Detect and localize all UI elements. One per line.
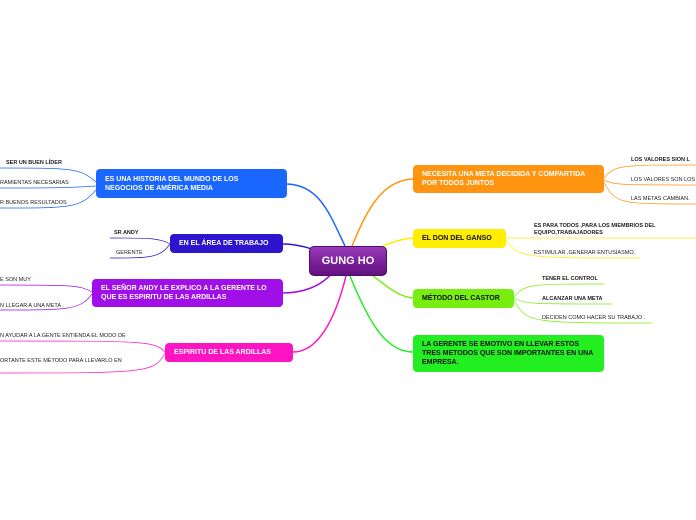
leaf-espiritu-2[interactable]: ORTANTE ESTE MÉTODO PARA LLEVARLO EN [0,358,122,364]
sub-connector-senor-2 [0,293,93,311]
sub-connector-castor-2 [513,297,613,305]
branch-historia[interactable]: ES UNA HISTORIA DEL MUNDO DE LOS NEGOCIO… [96,169,287,198]
branch-senor-andy[interactable]: EL SEÑOR ANDY LE EXPLICO A LA GERENTE LO… [92,279,283,307]
branch-area-trabajo[interactable]: EN EL ÁREA DE TRABAJO [170,234,283,253]
leaf-espiritu-1[interactable]: N AYUDAR A LA GENTE ENTIENDA EL MODO DE [0,333,126,339]
leaf-meta-3[interactable]: LAS METAS CAMBIAN. [631,196,690,202]
sub-connector-historia-1 [0,167,97,183]
leaf-area-1[interactable]: SR ANDY [114,230,139,236]
central-topic[interactable]: GUNG HO [309,246,387,276]
sub-connector-meta-3 [603,181,696,205]
leaf-area-2[interactable]: GERENTE [116,250,143,256]
branch-meta-decidida[interactable]: NECESITA UNA META DECIDIDA Y COMPARTIDA … [413,165,604,193]
leaf-castor-2[interactable]: ALCANZAR UNA META [542,296,603,302]
sub-connector-historia-3 [0,189,97,209]
leaf-castor-3[interactable]: DECIDEN COMO HACER SU TRABAJO . [542,315,646,321]
leaf-historia-2[interactable]: RAMIENTAS NECESARIAS [0,180,69,186]
leaf-historia-1[interactable]: SER UN BUEN LÍDER [6,160,62,166]
sub-connector-castor-1 [513,283,605,298]
leaf-meta-1[interactable]: LOS VALORES SION L [631,157,690,163]
sub-connector-historia-2 [0,185,97,189]
sub-connector-espiritu-1 [0,340,166,353]
sub-connector-area-2 [109,243,171,259]
leaf-ganso-1[interactable]: ES PARA TODOS ,PARA LOS MIEMBRIOS DEL EQ… [534,223,656,236]
leaf-meta-2[interactable]: LOS VALORES SON LOS [631,177,696,183]
sub-connector-castor-3 [513,298,653,324]
branch-espiritu-ardillas[interactable]: ESPIRITU DE LAS ARDILLAS [165,343,293,362]
connector-espiritu [292,275,347,353]
sub-connector-senor-1 [0,284,93,293]
connector-historia [286,183,346,247]
sub-connector-meta-2 [603,179,696,186]
branch-metodo-castor[interactable]: MÉTODO DEL CASTOR [413,289,514,308]
leaf-ganso-2[interactable]: ESTIMULAR ,GENERAR ENTUSIASMO. [534,250,636,256]
leaf-senor-1[interactable]: E SON MUY [0,277,31,283]
leaf-senor-2[interactable]: N LLEGAR A UNA META . [0,303,64,309]
sub-connector-ganso-2 [505,239,641,259]
sub-connector-area-1 [109,237,171,245]
sub-connector-meta-1 [603,164,696,179]
connector-meta [351,178,414,247]
connector-gerente [349,275,414,353]
branch-gerente-emotivo[interactable]: LA GERENTE SE EMOTIVO EN LLEVAR ESTOS TR… [413,335,604,372]
sub-connector-espiritu-2 [0,352,166,374]
branch-don-ganso[interactable]: EL DON DEL GANSO [413,229,506,248]
leaf-historia-3[interactable]: R BUENOS RESULTADOS [0,200,67,206]
leaf-castor-1[interactable]: TENER EL CONTROL [542,276,598,282]
